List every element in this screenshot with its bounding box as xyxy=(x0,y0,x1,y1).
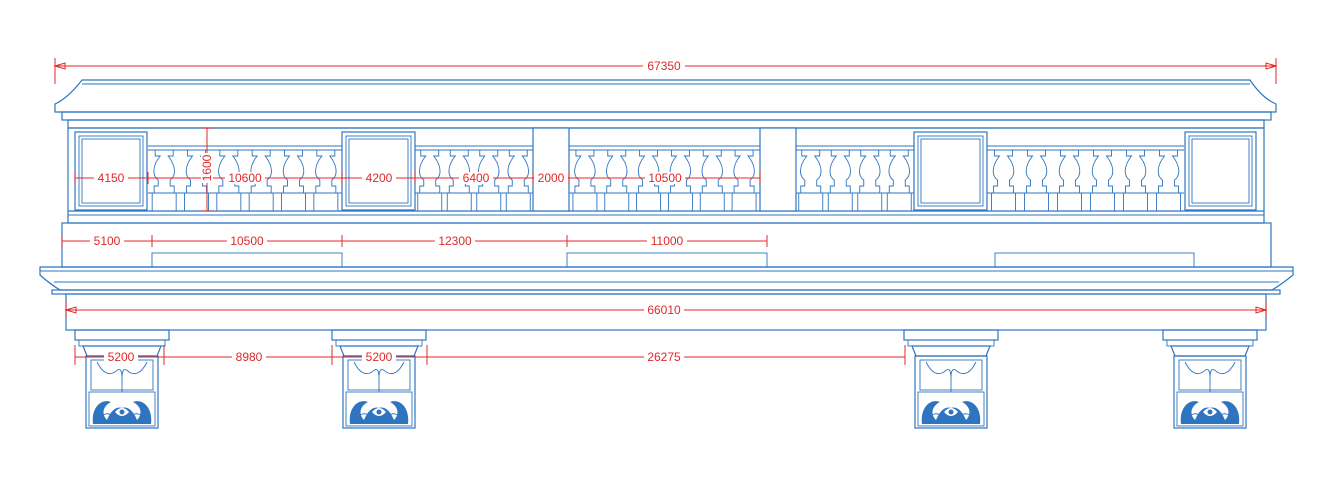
dim-bay-3: 10500 xyxy=(648,171,682,185)
baluster xyxy=(733,149,755,194)
corbel-bracket xyxy=(74,329,170,429)
pier-2 xyxy=(759,127,797,212)
panel-mid-right xyxy=(913,131,988,211)
dim-gap-2: 26275 xyxy=(647,350,681,364)
baluster xyxy=(1157,149,1180,194)
dimension-labels: 67350 4150 10600 4200 6400 2000 10500 16… xyxy=(90,59,687,364)
dim-overall-top: 67350 xyxy=(647,59,681,73)
dim-rail-height: 1600 xyxy=(200,154,214,181)
dim-bay-2: 6400 xyxy=(463,171,490,185)
dim-gap-1: 8980 xyxy=(236,350,263,364)
baluster-plinth xyxy=(248,192,274,212)
baluster xyxy=(574,149,596,194)
baluster xyxy=(1025,149,1048,194)
baluster xyxy=(992,149,1015,194)
baluster xyxy=(1091,149,1114,194)
baluster xyxy=(1124,149,1147,194)
dim-row2-c: 12300 xyxy=(438,234,472,248)
baluster-plinth xyxy=(1090,192,1115,212)
baluster xyxy=(800,149,822,194)
dim-row2-a: 5100 xyxy=(94,234,121,248)
baluster-plinth xyxy=(667,192,693,212)
baluster-plinth xyxy=(857,192,883,212)
baluster xyxy=(419,149,441,194)
top-coping xyxy=(54,79,1277,129)
corbel-group xyxy=(74,329,1258,429)
baluster-plinth xyxy=(184,192,209,212)
baluster xyxy=(282,149,305,194)
baluster-plinth xyxy=(505,192,531,212)
panel-right xyxy=(1184,131,1257,211)
corbel-bracket xyxy=(1162,329,1258,429)
baluster-plinth xyxy=(572,192,598,212)
baluster-plinth xyxy=(991,192,1016,212)
baluster-group xyxy=(151,149,1181,212)
baluster xyxy=(507,149,529,194)
dim-panel-left: 4150 xyxy=(98,171,125,185)
baluster-plinth xyxy=(151,192,177,212)
dim-overall-base: 66010 xyxy=(647,303,681,317)
dim-row2-b: 10500 xyxy=(230,234,264,248)
dim-corbel-2: 5200 xyxy=(366,350,393,364)
baluster-plinth xyxy=(604,192,630,212)
corbel-bracket xyxy=(331,329,427,429)
baluster-plinth xyxy=(281,192,306,212)
dim-panel-mid: 4200 xyxy=(366,171,393,185)
corbel-bracket xyxy=(903,329,999,429)
baluster-plinth xyxy=(417,192,443,212)
baluster xyxy=(859,149,881,194)
panel-left xyxy=(74,131,148,211)
baluster-plinth xyxy=(699,192,725,212)
baluster-plinth xyxy=(313,192,339,212)
pier-1 xyxy=(532,127,570,212)
baluster xyxy=(606,149,628,194)
dim-corbel-1: 5200 xyxy=(108,350,135,364)
dim-row2-d: 11000 xyxy=(651,234,684,248)
baluster-plinth xyxy=(827,192,853,212)
baluster xyxy=(701,149,723,194)
baluster-plinth xyxy=(446,192,472,212)
baluster-plinth xyxy=(476,192,502,212)
baluster-plinth xyxy=(731,192,757,212)
baluster xyxy=(829,149,851,194)
baluster xyxy=(315,149,337,194)
dim-pier: 2000 xyxy=(538,171,565,185)
dim-bay-1: 10600 xyxy=(228,171,262,185)
cornice xyxy=(39,266,1294,331)
baluster-plinth xyxy=(636,192,662,212)
baluster-plinth xyxy=(798,192,824,212)
panel-mid-left xyxy=(341,131,416,211)
baluster-plinth xyxy=(1123,192,1148,212)
baluster-plinth xyxy=(1024,192,1049,212)
baluster-plinth xyxy=(886,192,912,212)
baluster-plinth xyxy=(1057,192,1082,212)
baluster-plinth xyxy=(216,192,242,212)
baluster xyxy=(1058,149,1081,194)
baluster xyxy=(153,149,175,194)
baluster-plinth xyxy=(1156,192,1181,212)
baluster xyxy=(888,149,910,194)
